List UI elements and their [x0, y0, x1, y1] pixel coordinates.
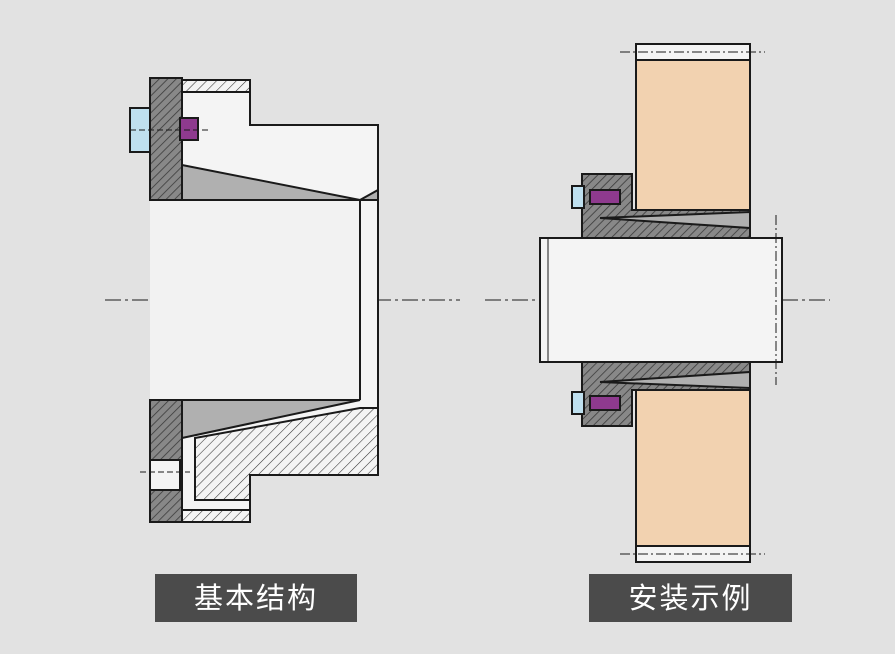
outer-cone-bottom	[194, 407, 379, 501]
outer-cap-bottom	[181, 509, 251, 523]
caption-installation-example: 安装示例	[589, 574, 792, 622]
gear-body-top	[635, 43, 751, 213]
flange-top	[149, 77, 183, 201]
screw-hole-bottom	[149, 459, 181, 491]
outer-cap-top	[181, 79, 251, 93]
bolt-shank-top	[179, 117, 199, 141]
bore	[150, 200, 360, 400]
gear-body-bottom	[635, 387, 751, 563]
bolt-head-bottom-right	[571, 391, 585, 415]
installation-example-drawing	[485, 43, 830, 563]
sleeve-bottom-cone	[599, 370, 751, 390]
bolt-top	[589, 189, 621, 205]
shaft	[539, 237, 783, 363]
inner-cone-top-edge	[356, 188, 379, 201]
bolt-head-top-right	[571, 185, 585, 209]
caption-basic-structure: 基本结构	[155, 574, 357, 622]
basic-structure-drawing	[105, 77, 460, 523]
sleeve-top-cone	[599, 210, 751, 230]
bolt-bottom	[589, 395, 621, 411]
